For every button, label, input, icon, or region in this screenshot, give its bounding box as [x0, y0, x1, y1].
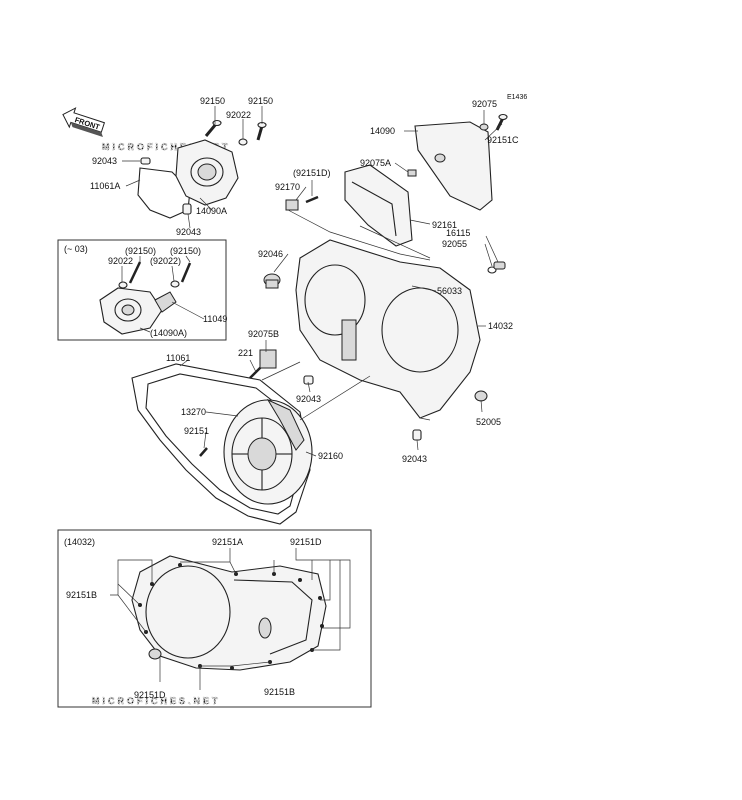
bolt-icon [256, 121, 267, 141]
label-92151c: 92151C [487, 135, 519, 145]
label-92075b: 92075B [248, 329, 279, 339]
label-92043: 92043 [92, 156, 117, 166]
inset2-title: (14032) [64, 537, 95, 547]
label-221: 221 [238, 348, 253, 358]
label-92161: 92161 [432, 220, 457, 230]
label-92075a: 92075A [360, 158, 391, 168]
dowel-pin-icon [412, 429, 422, 441]
label-92150: (92150) [125, 246, 156, 256]
air-duct-92161-icon [344, 164, 413, 247]
label-14032: 14032 [488, 321, 513, 331]
label-13270: 13270 [181, 407, 206, 417]
label-92160: 92160 [318, 451, 343, 461]
label-92043: 92043 [176, 227, 201, 237]
grommet-icon [407, 169, 417, 177]
inset-cover-bolts-box [57, 529, 372, 708]
cap-16115-icon [493, 261, 506, 270]
label-92075: 92075 [472, 99, 497, 109]
label-92170: 92170 [275, 182, 300, 192]
clutch-cover-14032-icon [295, 239, 481, 419]
bolt-icon [249, 349, 277, 379]
label-92151d: 92151D [290, 537, 322, 547]
label-92055: 92055 [442, 239, 467, 249]
label-11049: 11049 [203, 314, 227, 324]
outer-cover-14090-icon [414, 121, 493, 211]
main-gasket-11061-icon [131, 363, 311, 525]
diagram-code: E1436 [507, 94, 527, 101]
label-11061: 11061 [166, 353, 190, 363]
label-92151a: 92151A [212, 537, 243, 547]
label-92022: 92022 [108, 256, 133, 266]
label-92150: (92150) [170, 246, 201, 256]
small-cover-assembly [137, 119, 267, 219]
plug-52005-icon [474, 390, 488, 402]
label-92022: 92022 [226, 110, 251, 120]
label-92151d: (92151D) [293, 168, 331, 178]
label-92151d: 92151D [134, 690, 166, 700]
label-92151b: 92151B [264, 687, 295, 697]
label-92022: (92022) [150, 256, 181, 266]
label-92150: 92150 [248, 96, 273, 106]
inset-early-cover [99, 261, 192, 335]
leader-lines [110, 106, 503, 690]
dowel-pin-icon [182, 203, 192, 215]
label-92046: 92046 [258, 249, 283, 259]
bolt-icon [285, 195, 319, 211]
oring-92055-icon [487, 266, 497, 274]
inner-cover-92160-icon [223, 398, 313, 505]
label-92043: 92043 [296, 394, 321, 404]
label-56033: 56033 [437, 286, 462, 296]
front-arrow-icon: FRONT [62, 107, 106, 137]
watermark-top: MICROFICHES.NET [102, 142, 231, 152]
label-14090: 14090 [370, 126, 395, 136]
grommet-icon [479, 123, 489, 131]
label-92150: 92150 [200, 96, 225, 106]
label-92151: 92151 [184, 426, 209, 436]
inset1-title: (~ 03) [64, 244, 88, 254]
label-16115: 16115 [446, 228, 470, 238]
label-92043: 92043 [402, 454, 427, 464]
label-52005: 52005 [476, 417, 501, 427]
gasket-small-icon [137, 167, 191, 219]
inset-cover-14032-icon [131, 555, 327, 671]
inset-early-model-box [57, 239, 227, 341]
watermark-bottom: MICROFICHES.NET [92, 696, 221, 706]
bolt-icon [199, 447, 208, 457]
dowel-pin-icon [140, 157, 151, 165]
label-92151b: 92151B [66, 590, 97, 600]
label-14090a: (14090A) [150, 328, 187, 338]
label-14090a: 14090A [196, 206, 227, 216]
washer-icon [238, 138, 248, 146]
bolt-icon [204, 119, 222, 137]
label-11061a: 11061A [90, 181, 120, 191]
